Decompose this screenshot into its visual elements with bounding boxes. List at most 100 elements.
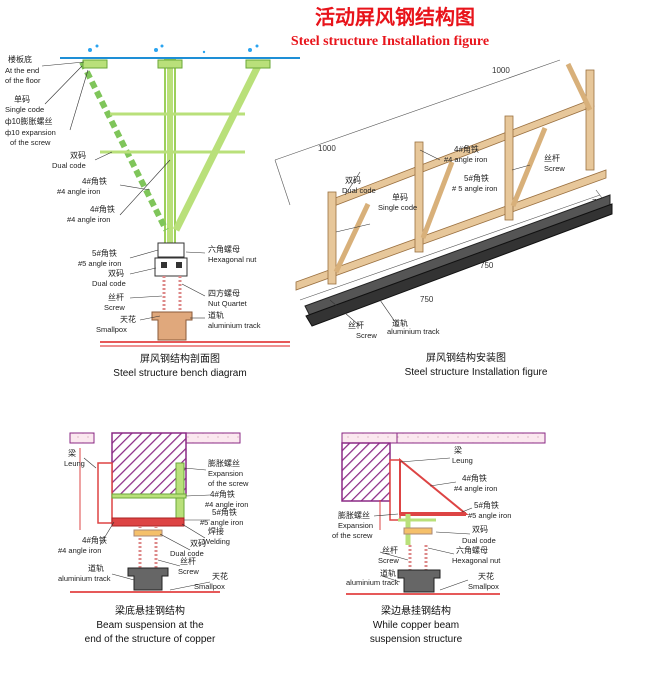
label-side-a4-en: #4 angle iron <box>454 484 497 493</box>
label-single-cn: 单码 <box>14 94 30 104</box>
label-end-exp-cn: 膨胀螺丝 <box>208 458 240 468</box>
label-smallpox-en: Smallpox <box>96 325 127 334</box>
label-angle5-en: #5 angle iron <box>78 259 121 268</box>
label-install-screw-en: Screw <box>544 164 565 173</box>
label-single-en: Single code <box>5 105 44 114</box>
label-expansion-en1: ф10 expansion <box>5 128 56 137</box>
caption-side-cn: 梁边悬挂钢结构 <box>381 604 451 617</box>
caption-bench-cn: 屏风钢结构剖面图 <box>140 352 220 365</box>
label-screw-cn: 丝杆 <box>108 292 124 302</box>
label-side-screw-en: Screw <box>378 556 399 565</box>
label-install-single-cn: 单码 <box>392 192 408 202</box>
label-install-screw2-en: Screw <box>356 331 377 340</box>
label-side-track-cn: 道轨 <box>380 568 396 578</box>
label-floor-en1: At the end <box>5 66 39 75</box>
title-cn: 活动屏风钢结构图 <box>315 5 475 29</box>
label-end-a4b-cn: 4#角铁 <box>82 535 107 545</box>
label-side-exp-en1: Expansion <box>338 521 373 530</box>
label-install-track-cn: 道轨 <box>392 318 408 328</box>
label-side-leung-en: Leung <box>452 456 473 465</box>
label-end-weld-en: Welding <box>203 537 230 546</box>
label-side-smallpox-cn: 天花 <box>478 571 494 581</box>
label-install-dual-en: Dual code <box>342 186 376 195</box>
label-angle4b-en: #4 angle iron <box>67 215 110 224</box>
caption-install-cn: 屏风钢结构安装图 <box>426 351 506 364</box>
label-install-angle5-en: # 5 angle iron <box>452 184 497 193</box>
caption-bench-en: Steel structure bench diagram <box>113 368 246 379</box>
label-end-a5-cn: 5#角铁 <box>212 507 237 517</box>
label-screw-en: Screw <box>104 303 125 312</box>
install-diagram: 1000 1000 750 750 750 750 <box>274 59 613 378</box>
label-hexnut-en: Hexagonal nut <box>208 255 257 264</box>
caption-side-en2: suspension structure <box>370 634 463 645</box>
label-install-track-en: aluminium track <box>387 327 440 336</box>
label-end-screw-en: Screw <box>178 567 199 576</box>
label-install-angle5-cn: 5#角铁 <box>464 173 489 183</box>
label-install-screw2-cn: 丝杆 <box>348 320 364 330</box>
label-side-dual-en: Dual code <box>462 536 496 545</box>
label-quartet-cn: 四方螺母 <box>208 288 240 298</box>
dim-750c: 750 <box>480 261 494 270</box>
label-end-dual-cn: 双码 <box>190 539 206 548</box>
label-side-hex-en: Hexagonal nut <box>452 556 501 565</box>
title-en: Steel structure Installation figure <box>291 34 489 49</box>
label-angle4b-cn: 4#角铁 <box>90 204 115 214</box>
label-side-exp-cn: 膨胀螺丝 <box>338 510 370 520</box>
label-end-track-cn: 道轨 <box>88 563 104 573</box>
label-end-a4-en: #4 angle iron <box>205 500 248 509</box>
caption-install-en: Steel structure Installation figure <box>405 367 548 378</box>
label-end-a4b-en: #4 angle iron <box>58 546 101 555</box>
label-expansion-cn: ф10膨胀螺丝 <box>5 116 52 126</box>
label-floor-en2: of the floor <box>5 76 41 85</box>
label-side-screw-cn: 丝杆 <box>382 545 398 555</box>
label-quartet-en: Nut Quartet <box>208 299 248 308</box>
label-end-leung-cn: 梁 <box>68 449 76 458</box>
label-end-exp-en2: of the screw <box>208 479 249 488</box>
label-install-single-en: Single code <box>378 203 417 212</box>
label-track-cn: 道轨 <box>208 310 224 320</box>
label-side-dual-cn: 双码 <box>472 525 488 534</box>
label-side-a5-en: #5 angle iron <box>468 511 511 520</box>
caption-end-en1: Beam suspension at the <box>96 620 204 631</box>
caption-end-en2: end of the structure of copper <box>85 634 216 645</box>
label-side-a5-cn: 5#角铁 <box>474 500 499 510</box>
label-end-weld-cn: 焊接 <box>208 526 224 536</box>
label-install-angle4-en: #4 angle iron <box>444 155 487 164</box>
dim-1000a: 1000 <box>492 66 510 75</box>
label-end-leung-en: Leung <box>64 459 85 468</box>
caption-end-cn: 梁底悬挂钢结构 <box>115 604 185 617</box>
dim-1000b: 1000 <box>318 144 336 153</box>
label-end-smallpox-en: Smallpox <box>194 582 225 591</box>
label-side-smallpox-en: Smallpox <box>468 582 499 591</box>
label-install-angle4-cn: 4#角铁 <box>454 144 479 154</box>
label-hexnut-cn: 六角螺母 <box>208 244 240 254</box>
label-dual-cn: 双码 <box>70 151 86 160</box>
label-end-a5-en: #5 angle iron <box>200 518 243 527</box>
caption-side-en1: While copper beam <box>373 620 459 631</box>
label-track-en: aluminium track <box>208 321 261 330</box>
label-side-track-en: aluminium track <box>346 578 399 587</box>
bench-diagram: 楼板底 At the end of the floor 单码 Single co… <box>5 44 300 379</box>
label-end-exp-en1: Expansion <box>208 469 243 478</box>
label-dual-en: Dual code <box>52 161 86 170</box>
label-install-dual-cn: 双码 <box>345 176 361 185</box>
label-floor-cn: 楼板底 <box>8 54 32 64</box>
label-end-track-en: aluminium track <box>58 574 111 583</box>
label-angle4a-cn: 4#角铁 <box>82 176 107 186</box>
label-expansion-en2: of the screw <box>10 138 51 147</box>
label-end-dual-en: Dual code <box>170 549 204 558</box>
label-side-leung-cn: 梁 <box>454 446 462 455</box>
label-side-exp-en2: of the screw <box>332 531 373 540</box>
label-side-a4-cn: 4#角铁 <box>462 473 487 483</box>
dim-750d: 750 <box>420 295 434 304</box>
label-dual2-en: Dual code <box>92 279 126 288</box>
label-end-a4-cn: 4#角铁 <box>210 489 235 499</box>
label-dual2-cn: 双码 <box>108 269 124 278</box>
label-side-hex-cn: 六角螺母 <box>456 545 488 555</box>
label-end-screw-cn: 丝杆 <box>180 556 196 566</box>
label-angle5-cn: 5#角铁 <box>92 248 117 258</box>
label-smallpox-cn: 天花 <box>120 314 136 324</box>
beam-end-diagram: 梁 Leung 膨胀螺丝 Expansion of the screw 4#角铁… <box>58 432 249 645</box>
label-angle4a-en: #4 angle iron <box>57 187 100 196</box>
